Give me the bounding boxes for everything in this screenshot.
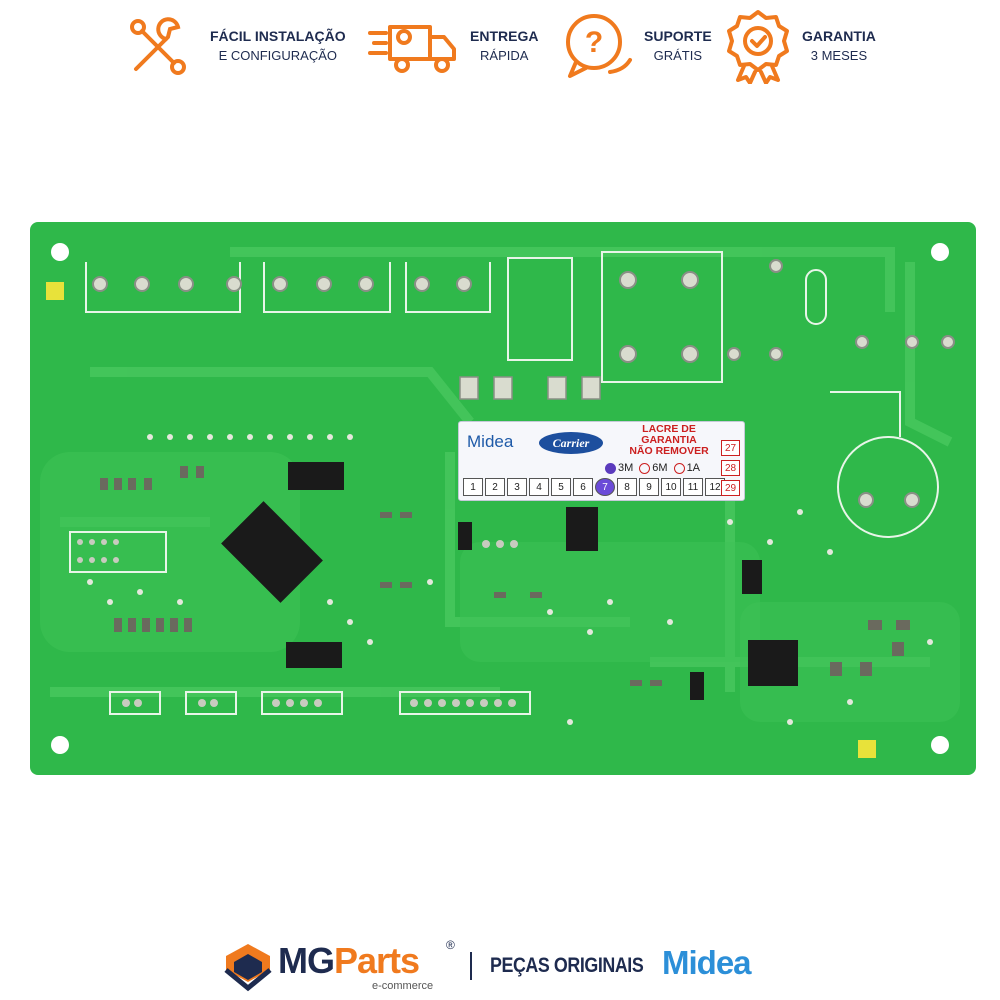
sticker-seal-text: LACRE DE GARANTIA NÃO REMOVER — [619, 424, 719, 457]
seal-line: LACRE DE — [642, 423, 696, 435]
badge-support: ? SUPORTE GRÁTIS — [562, 6, 712, 86]
month-box: 12 — [705, 478, 725, 496]
footer-divider — [470, 952, 472, 980]
badge-installation: FÁCIL INSTALAÇÃO E CONFIGURAÇÃO — [122, 6, 346, 86]
option-marker — [673, 462, 685, 474]
side-number: 28 — [721, 460, 740, 476]
sticker-months: 1 2 3 4 5 6 7 8 9 10 11 12 — [463, 478, 725, 496]
month-box: 7 — [595, 478, 615, 496]
month-box: 1 — [463, 478, 483, 496]
month-box: 11 — [683, 478, 703, 496]
seal-line: GARANTIA — [641, 434, 697, 446]
side-number: 27 — [721, 440, 740, 456]
option-marker — [639, 462, 651, 474]
feature-badges: FÁCIL INSTALAÇÃO E CONFIGURAÇÃO ENTREGA … — [0, 0, 1000, 100]
option-marker — [605, 462, 616, 474]
option-label: 6M — [652, 462, 668, 474]
badge-delivery: ENTREGA RÁPIDA — [366, 6, 538, 86]
brand-tagline: e-commerce — [372, 980, 434, 992]
badge-line1: ENTREGA — [470, 28, 539, 44]
month-box: 4 — [529, 478, 549, 496]
badge-line2: RÁPIDA — [480, 48, 529, 63]
badge-line1: GARANTIA — [802, 28, 876, 44]
month-box: 8 — [617, 478, 637, 496]
footer-slogan: PEÇAS ORIGINAIS — [490, 954, 644, 977]
month-box: 3 — [507, 478, 527, 496]
badge-line2: E CONFIGURAÇÃO — [218, 48, 338, 63]
brand-part-a: MG — [278, 940, 335, 981]
month-box: 2 — [485, 478, 505, 496]
option-label: 3M — [618, 462, 634, 474]
option-item: 6M — [639, 462, 668, 474]
seal-line: NÃO REMOVER — [629, 445, 709, 457]
support-chat-icon: ? — [566, 14, 632, 78]
mgparts-wordmark: MGParts — [278, 940, 420, 982]
option-item: 1A — [673, 462, 701, 474]
mgparts-logo-icon — [224, 944, 272, 992]
badge-line1: SUPORTE — [644, 28, 712, 44]
badge-line2: 3 MESES — [810, 48, 868, 63]
sticker-brand: Midea — [467, 432, 514, 451]
badge-line1: FÁCIL INSTALAÇÃO — [210, 28, 346, 44]
sticker-partner-logo: Carrier — [539, 432, 603, 454]
delivery-truck-icon — [368, 25, 456, 73]
brand-part-b: Parts — [334, 940, 420, 981]
option-item: 3M — [605, 462, 633, 474]
sticker-options: 3M 6M 1A — [605, 462, 700, 474]
month-box: 5 — [551, 478, 571, 496]
month-box: 10 — [661, 478, 681, 496]
circuit-board — [30, 222, 976, 775]
badge-warranty: GARANTIA 3 MESES — [722, 6, 876, 86]
tools-icon — [130, 17, 186, 75]
option-label: 1A — [686, 462, 701, 474]
svg-text:?: ? — [585, 26, 603, 59]
month-box: 9 — [639, 478, 659, 496]
month-box: 6 — [573, 478, 593, 496]
footer-branding: MGParts ® e-commerce PEÇAS ORIGINAIS Mid… — [0, 930, 1000, 1000]
side-number: 29 — [721, 480, 740, 496]
warranty-sticker: Midea Carrier LACRE DE GARANTIA NÃO REMO… — [458, 421, 745, 501]
registered-mark: ® — [446, 938, 455, 952]
badge-line2: GRÁTIS — [653, 48, 703, 63]
midea-logo: Midea — [662, 944, 752, 981]
warranty-seal-icon — [727, 10, 789, 84]
